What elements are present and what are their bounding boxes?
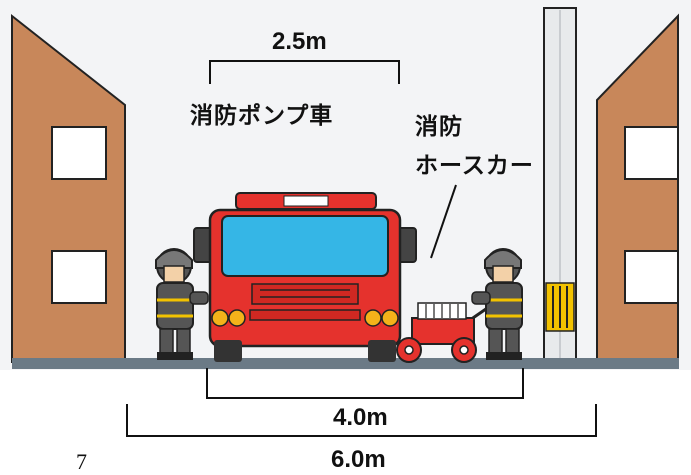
truck-windshield [221, 215, 389, 277]
left-building-window-upper [51, 126, 107, 180]
truck-grille [251, 283, 359, 305]
hose-car [396, 300, 497, 363]
width-road-label: 6.0m [331, 446, 386, 473]
page-number: 7 [76, 449, 87, 474]
truck-wheel-left [214, 340, 242, 362]
right-building-window-upper [624, 126, 679, 180]
truck-wheel-right [368, 340, 396, 362]
hose-car-leader-line [430, 184, 457, 259]
hose-car-label-line1: 消防 [415, 113, 463, 139]
firefighter-right [471, 248, 523, 360]
hose-car-label-line2: ホースカー [415, 152, 534, 178]
width-truck-label: 2.5m [272, 28, 327, 55]
dimension-bracket-4-0m [206, 368, 524, 399]
truck-headlight-left-2 [228, 309, 246, 327]
truck-headlight-right-2 [381, 309, 399, 327]
pump-truck-label: 消防ポンプ車 [190, 102, 334, 128]
firefighter-left [155, 248, 209, 360]
left-building-window-lower [51, 250, 107, 304]
truck-bumper [249, 309, 361, 321]
fire-pump-truck [193, 192, 417, 362]
road-surface [12, 358, 679, 369]
dimension-bracket-6-0m [126, 404, 597, 437]
truck-light-center [283, 195, 329, 207]
truck-headlight-right-1 [364, 309, 382, 327]
truck-headlight-left-1 [211, 309, 229, 327]
dimension-bracket-2-5m [209, 60, 400, 84]
utility-pole [543, 7, 577, 365]
right-building-window-lower [624, 250, 679, 304]
width-clear-label: 4.0m [333, 404, 388, 431]
